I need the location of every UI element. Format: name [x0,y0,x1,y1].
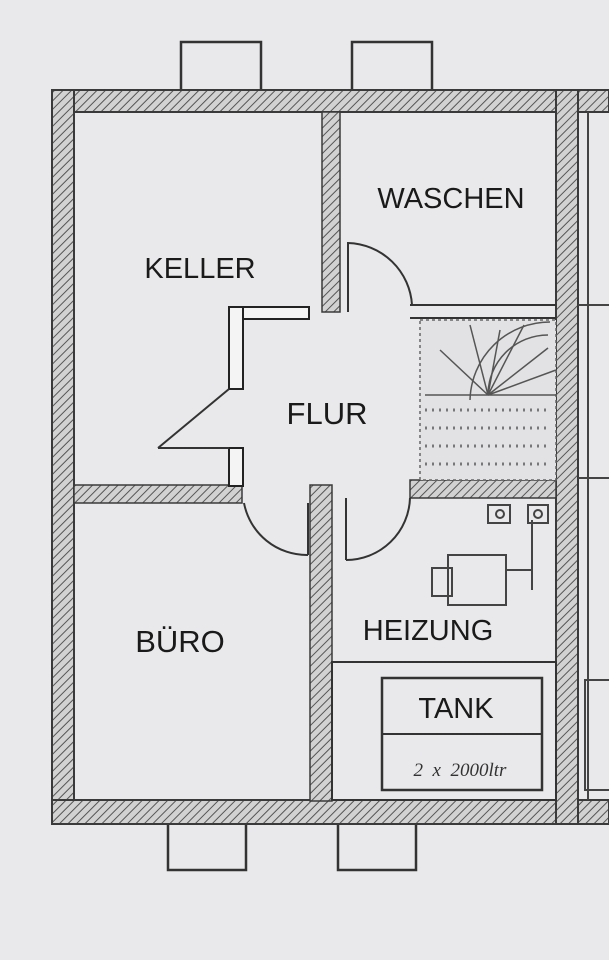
room-label-tank: TANK [418,693,494,725]
wall-flur-heizung [409,479,557,499]
window-waschen [350,40,434,96]
wall-bottom [51,799,609,825]
wall-buero-heizung [309,484,333,802]
door-arcs [243,241,413,561]
neighbour-strip [578,112,609,800]
wall-right [555,89,579,825]
tank-room [331,661,557,801]
wall-keller-waschen [321,111,341,313]
wall-left [51,89,75,821]
boiler [431,504,549,606]
room-label-buero: BÜRO [135,624,225,659]
wall-top [51,89,609,113]
waschen-wall [410,304,556,319]
tank-capacity-label: 2 x 2000ltr [414,760,507,781]
room-label-keller: KELLER [144,253,255,285]
door-buero [243,502,309,557]
room-label-waschen: WASCHEN [377,183,524,215]
window-keller [179,40,263,96]
room-label-heizung: HEIZUNG [363,615,494,647]
interior-walls [73,111,557,802]
staircase [419,319,557,481]
wall-keller-buero [73,484,243,504]
keller-door-leaf [157,388,230,449]
door-waschen [347,241,413,312]
keller-partition [228,306,310,487]
door-heizung [345,497,411,561]
boiler-unit [447,554,507,606]
windows-top [179,40,434,96]
room-label-flur: FLUR [287,396,368,431]
